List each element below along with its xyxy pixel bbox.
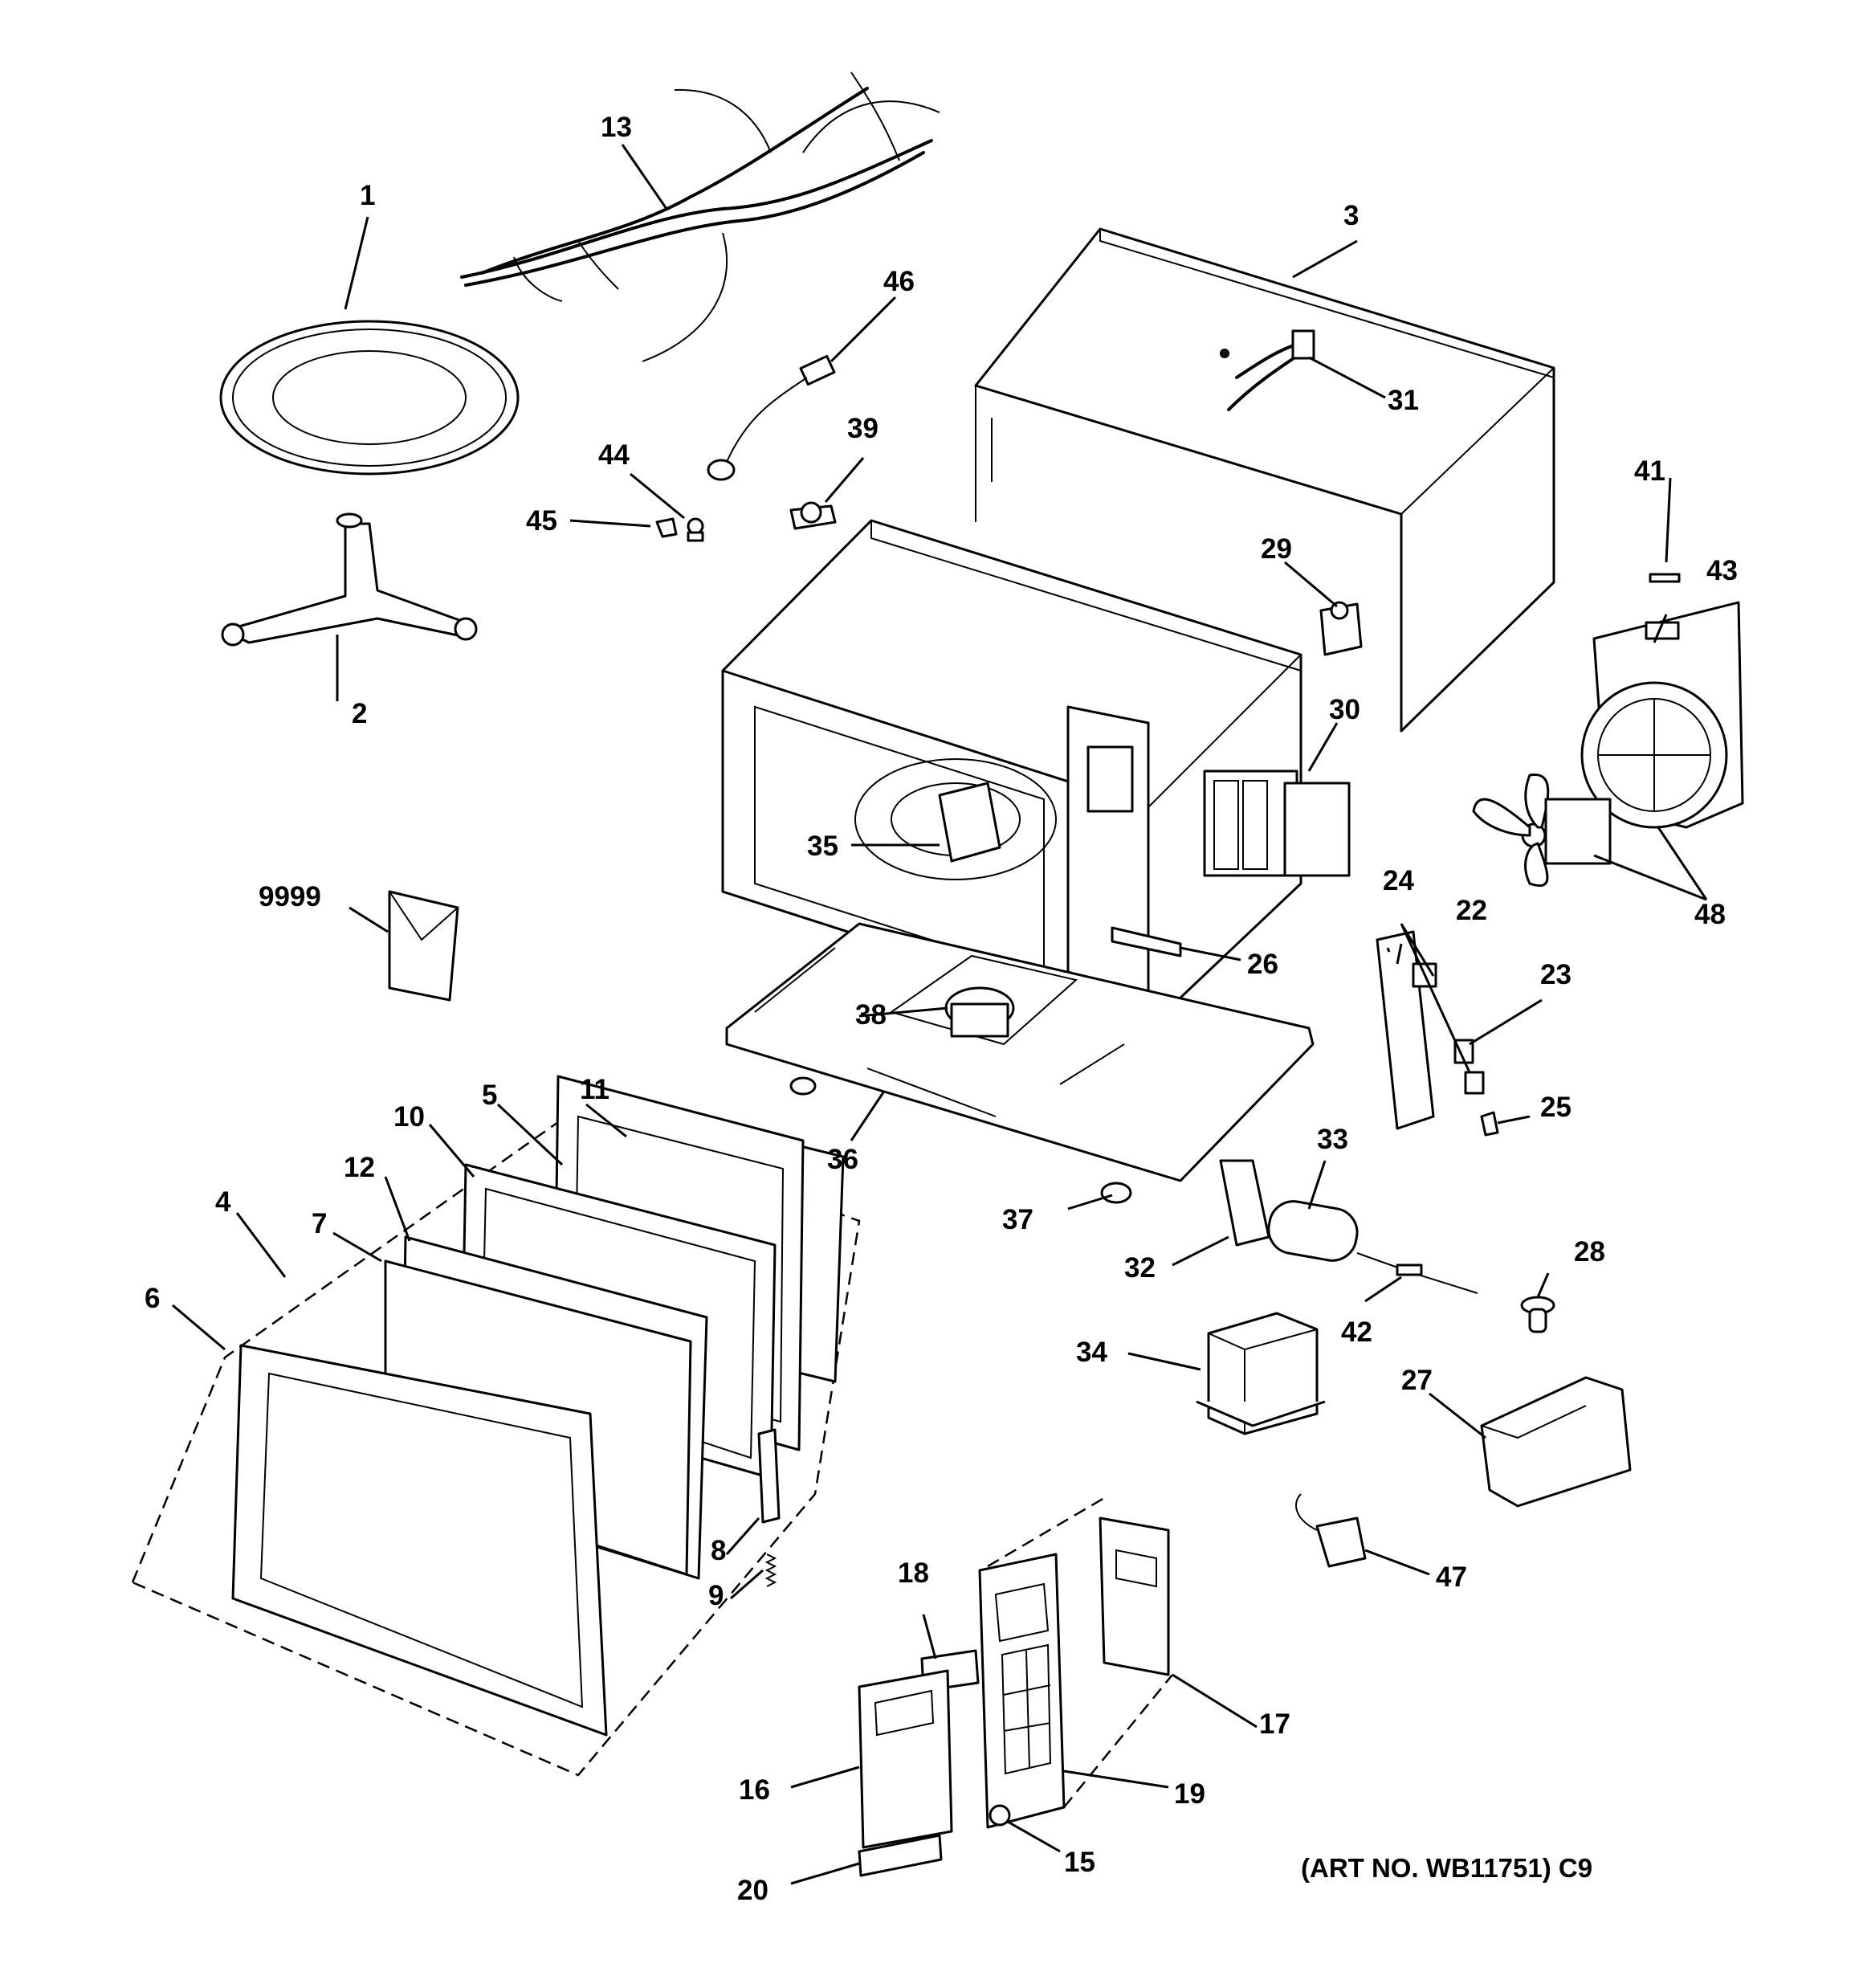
base-foot-left bbox=[789, 1076, 817, 1096]
callout-20: 20 bbox=[737, 1875, 768, 1906]
callout-9999: 9999 bbox=[259, 881, 321, 912]
owner-manual bbox=[388, 890, 459, 1002]
turntable-tray bbox=[219, 320, 520, 476]
callout-22: 22 bbox=[1456, 895, 1487, 926]
door-assembly bbox=[131, 1075, 861, 1777]
callout-1: 1 bbox=[360, 180, 375, 211]
callout-45: 45 bbox=[526, 505, 557, 537]
button-spring bbox=[989, 1804, 1011, 1827]
callout-10: 10 bbox=[393, 1101, 425, 1133]
callout-35: 35 bbox=[807, 831, 838, 862]
hv-transformer bbox=[1196, 1312, 1326, 1435]
callout-24: 24 bbox=[1383, 865, 1414, 896]
outer-case bbox=[974, 227, 1555, 733]
callout-16: 16 bbox=[739, 1774, 770, 1806]
temperature-sensor bbox=[707, 354, 836, 481]
part-29-switch bbox=[1319, 601, 1363, 656]
callout-34: 34 bbox=[1076, 1337, 1107, 1368]
part-45-clip bbox=[655, 517, 678, 538]
art-number-caption: (ART NO. WB11751) C9 bbox=[1301, 1853, 1592, 1883]
callout-44: 44 bbox=[598, 439, 630, 471]
callout-47: 47 bbox=[1436, 1561, 1467, 1593]
callout-26: 26 bbox=[1247, 949, 1278, 980]
magnetron bbox=[1203, 769, 1351, 877]
base-plate bbox=[725, 922, 1315, 1182]
callout-27: 27 bbox=[1401, 1365, 1433, 1396]
callout-32: 32 bbox=[1124, 1252, 1156, 1284]
callout-17: 17 bbox=[1259, 1708, 1290, 1740]
callout-labels: 1 2 13 46 3 31 44 45 39 29 30 41 43 48 3… bbox=[145, 112, 1738, 1906]
callout-7: 7 bbox=[312, 1208, 327, 1239]
callout-11: 11 bbox=[580, 1074, 609, 1105]
hv-capacitor bbox=[1267, 1200, 1359, 1262]
control-panel bbox=[978, 1553, 1066, 1829]
part-25-clip bbox=[1480, 1111, 1499, 1137]
roller-support bbox=[221, 512, 478, 647]
callout-6: 6 bbox=[145, 1283, 160, 1314]
callout-39: 39 bbox=[847, 413, 879, 444]
latch-spring bbox=[764, 1553, 777, 1587]
fan-blade bbox=[1472, 773, 1612, 887]
callout-36: 36 bbox=[827, 1144, 858, 1175]
callout-33: 33 bbox=[1317, 1124, 1348, 1155]
callout-15: 15 bbox=[1064, 1847, 1095, 1878]
thermal-cutout bbox=[789, 501, 837, 530]
callout-31: 31 bbox=[1388, 385, 1419, 416]
callout-5: 5 bbox=[482, 1080, 497, 1111]
control-circuit-board bbox=[1099, 1517, 1170, 1676]
capacitor-bracket bbox=[1219, 1159, 1270, 1247]
turntable-motor bbox=[944, 986, 1015, 1038]
callout-30: 30 bbox=[1329, 694, 1360, 725]
part-37-foot bbox=[1100, 1182, 1132, 1204]
callout-3: 3 bbox=[1343, 200, 1359, 231]
part-41-fuse bbox=[1649, 573, 1681, 583]
callout-38: 38 bbox=[855, 999, 887, 1031]
small-transformer bbox=[1295, 1493, 1367, 1568]
callout-2: 2 bbox=[352, 698, 367, 729]
wire-harness bbox=[460, 71, 940, 362]
callout-29: 29 bbox=[1261, 533, 1292, 565]
oven-cavity bbox=[721, 519, 1302, 1030]
callout-9: 9 bbox=[708, 1580, 724, 1611]
callout-4: 4 bbox=[215, 1186, 231, 1218]
ground-wire-lead bbox=[1220, 329, 1315, 411]
callout-25: 25 bbox=[1540, 1092, 1572, 1123]
callout-41: 41 bbox=[1634, 455, 1665, 487]
leader-lines bbox=[172, 144, 1708, 1885]
keypad-membrane bbox=[858, 1669, 953, 1849]
door-latch-hook bbox=[757, 1428, 781, 1524]
air-duct bbox=[1480, 1376, 1632, 1508]
part-22-switch bbox=[1464, 1071, 1485, 1095]
callout-8: 8 bbox=[711, 1535, 726, 1566]
callout-43: 43 bbox=[1706, 555, 1738, 586]
callout-42: 42 bbox=[1341, 1316, 1372, 1348]
callout-18: 18 bbox=[898, 1557, 929, 1589]
callout-23: 23 bbox=[1540, 959, 1572, 990]
callout-28: 28 bbox=[1574, 1236, 1605, 1268]
callout-12: 12 bbox=[344, 1152, 375, 1183]
callout-46: 46 bbox=[883, 266, 915, 297]
door-release-button bbox=[858, 1834, 943, 1877]
callout-37: 37 bbox=[1002, 1204, 1033, 1235]
part-44-bushing bbox=[687, 517, 704, 542]
door-latch-board bbox=[1376, 930, 1437, 1130]
part-28-thermal bbox=[1520, 1296, 1555, 1333]
callout-13: 13 bbox=[601, 112, 632, 143]
hv-diode bbox=[1356, 1252, 1478, 1294]
part-26-bracket bbox=[1111, 926, 1182, 957]
callout-19: 19 bbox=[1174, 1778, 1205, 1810]
fan-housing bbox=[1580, 601, 1744, 829]
callout-48: 48 bbox=[1694, 899, 1726, 930]
